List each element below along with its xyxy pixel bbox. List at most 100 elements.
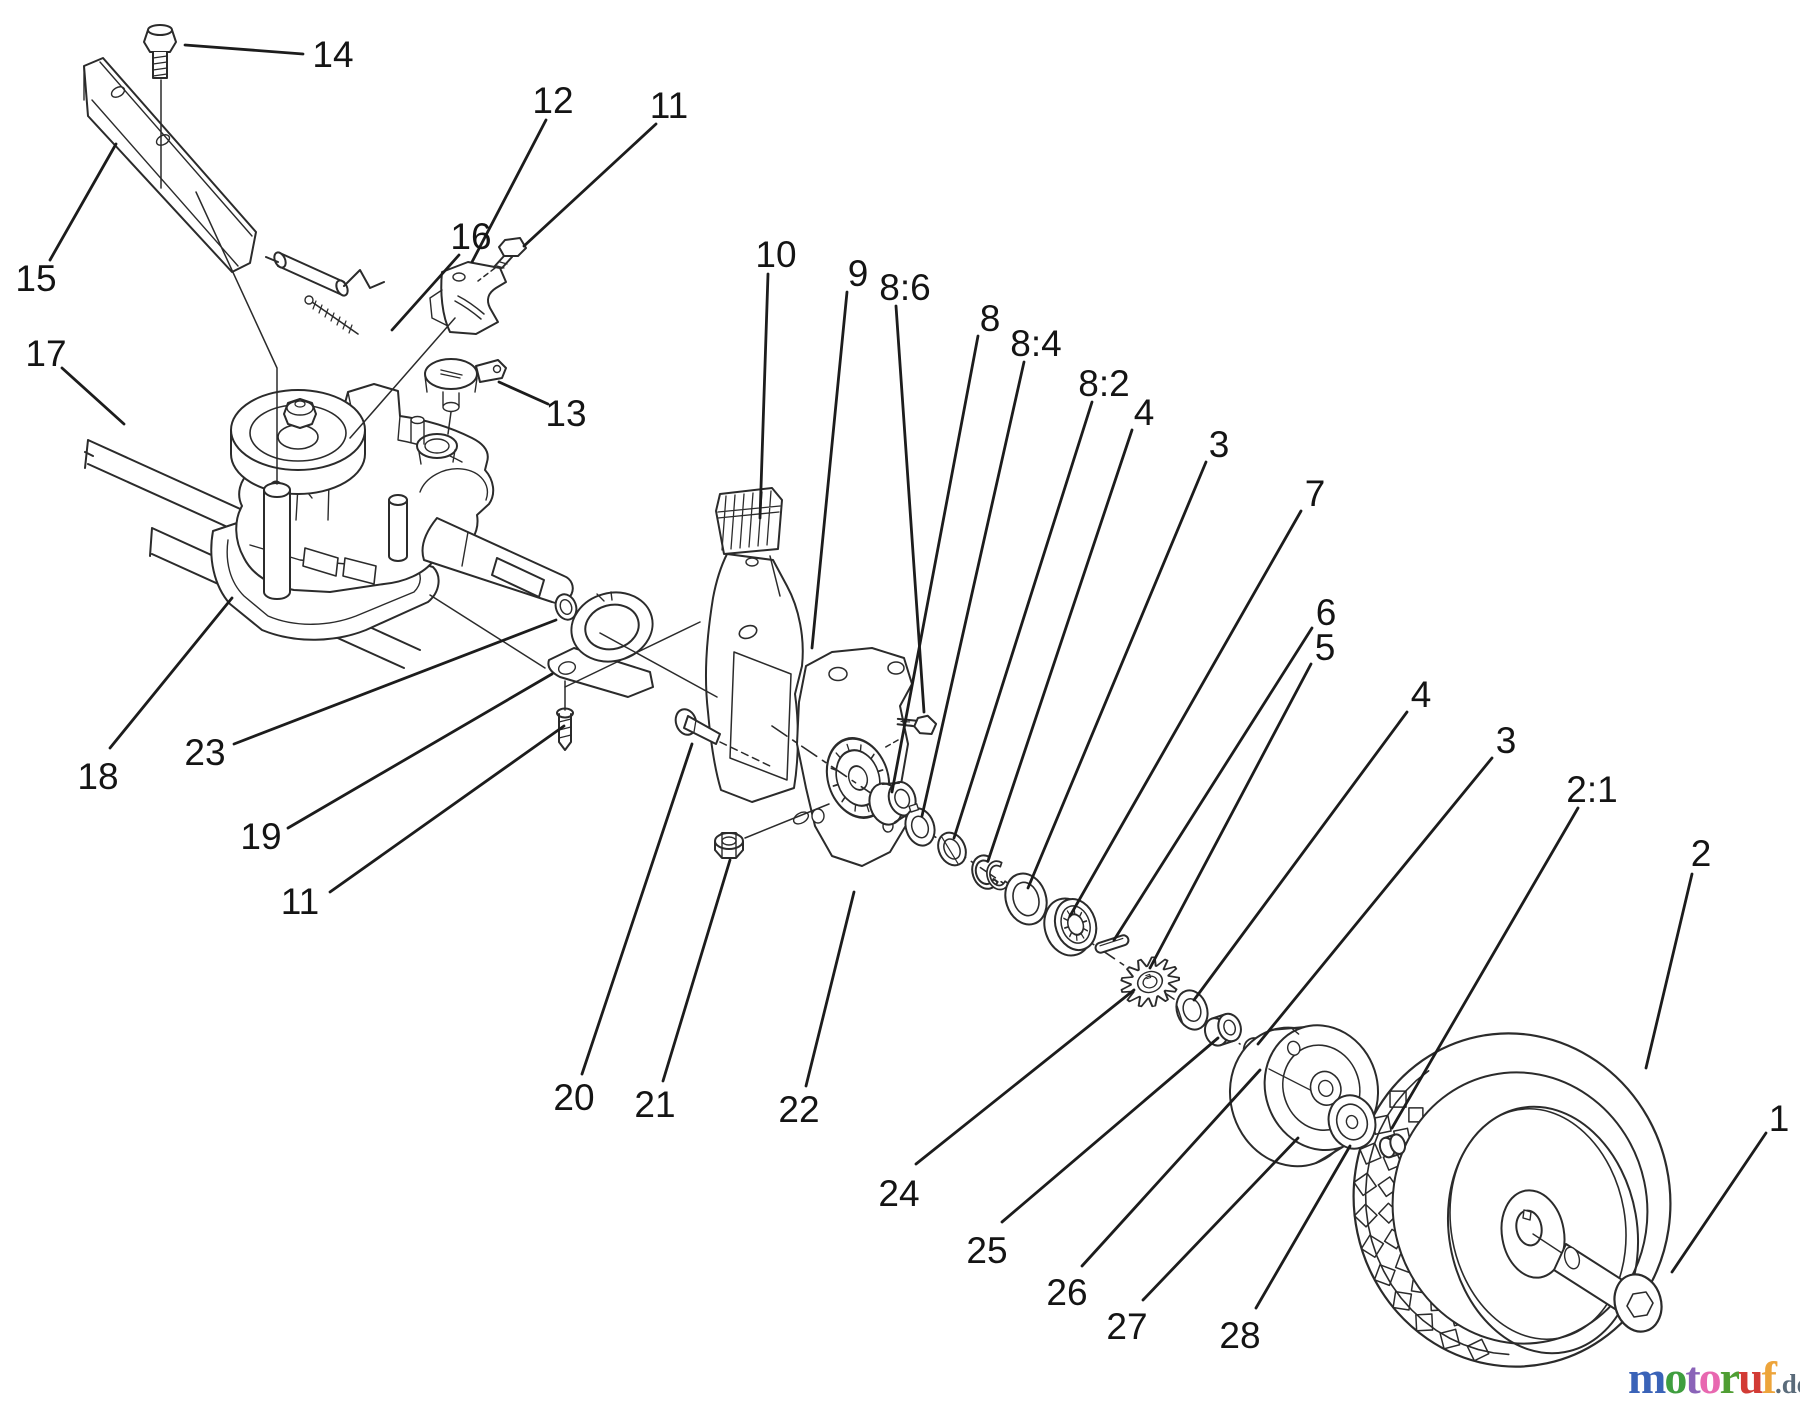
drive-pulley [230,389,366,495]
part-label-3a: 3 [1209,424,1230,465]
leader-2-1 [1390,806,1580,1130]
pinion-gear-24 [1120,956,1181,1008]
wheel-2 [1352,1032,1672,1368]
leader-21 [661,858,732,1083]
fill-cap-13 [424,358,507,413]
part-label-8-2: 8:2 [1078,363,1129,404]
height-lever-10 [704,487,804,803]
logo-letter: m [1628,1352,1666,1403]
standoff-posts [263,482,408,600]
bearing-bore-splines [1063,908,1089,941]
spacer-25 [1203,1012,1242,1047]
logo-letter: t [1685,1352,1700,1403]
part-label-24: 24 [878,1173,919,1214]
logo-letter: f [1761,1352,1777,1403]
part-label-25: 25 [966,1230,1007,1271]
part-label-13: 13 [545,393,586,434]
part-label-4b: 4 [1411,674,1432,715]
d-washer-4b [1175,989,1209,1031]
leader-3b [1256,756,1494,1046]
mount-bolt-14 [143,24,177,79]
leader-16 [390,253,461,332]
part-label-12: 12 [532,80,573,121]
part-label-1: 1 [1769,1098,1790,1139]
part-label-28: 28 [1219,1315,1260,1356]
wave-washer-8-2 [937,831,967,867]
part-label-19: 19 [240,816,281,857]
leader-5 [1148,662,1313,970]
part-label-8: 8 [980,298,1001,339]
assembly-lines [160,79,899,839]
part-label-14: 14 [312,34,353,75]
leader-20 [580,742,694,1076]
leader-19 [286,672,554,830]
leader-10 [758,272,770,520]
part-label-22: 22 [778,1089,819,1130]
part-label-20: 20 [553,1077,594,1118]
part-label-2-1: 2:1 [1566,769,1617,810]
leader-13 [497,380,550,406]
part-label-3b: 3 [1496,720,1517,761]
cover-screw-8-6 [896,714,938,735]
leader-12 [470,118,548,264]
leader-23 [232,618,558,746]
leader-27 [1141,1136,1300,1302]
oil-fill-boss [410,415,458,465]
logo-letter: r [1719,1352,1740,1403]
axle-bolt-1 [1553,1243,1663,1333]
leader-2 [1644,872,1694,1070]
part-label-7: 7 [1305,473,1326,514]
logo-letter: u [1738,1352,1764,1403]
leader-8-4 [920,360,1026,818]
leader-25 [1000,1036,1220,1224]
part-label-26: 26 [1046,1272,1087,1313]
part-label-21: 21 [634,1084,675,1125]
part-label-23: 23 [184,732,225,773]
wheel-bushing-2-1 [1378,1133,1407,1159]
bearing-7 [1043,897,1098,957]
leader-8 [890,334,980,794]
leader-7 [1068,509,1303,918]
tire-shoulder-arc [1364,1070,1510,1356]
logo-letter: o [1698,1352,1722,1403]
leader-9 [810,290,849,650]
leader-17 [60,366,126,426]
leader-4b [1192,710,1409,1002]
motoruf-logo: motoruf.de [1628,1352,1800,1412]
part-label-2: 2 [1691,833,1712,874]
leader-28 [1254,1144,1352,1310]
part-label-11b: 11 [281,881,319,922]
part-label-9: 9 [848,253,869,294]
leader-11b [328,724,566,894]
part-label-4a: 4 [1134,392,1155,433]
part-label-27: 27 [1106,1306,1147,1347]
leader-26 [1080,1068,1262,1268]
leader-4a [986,428,1134,863]
leader-14 [183,43,305,56]
logo-suffix: .de [1775,1369,1800,1399]
handle-bracket-15 [83,57,257,273]
output-shaft [421,517,578,621]
hub-plate-28 [1327,1094,1377,1150]
bolt-11-top [493,237,527,269]
leader-3a [1026,460,1208,890]
flat-washer-3 [1004,872,1048,926]
logo-letter: o [1664,1352,1687,1403]
cable-assembly-16 [265,251,385,335]
part-label-10: 10 [755,234,796,275]
tab-washer-8-4 [904,803,936,847]
leader-15 [48,142,118,262]
woodruff-key-6 [1094,934,1130,954]
carriage-bolt-20 [674,708,721,745]
part-label-6: 6 [1316,592,1337,633]
part-label-8-4: 8:4 [1010,323,1061,364]
hex-nut-21 [714,832,744,859]
frame-rail-17 [84,439,421,669]
pivot-bracket-23 [547,591,654,698]
part-label-18: 18 [77,756,118,797]
cable-bracket-12 [429,261,507,335]
part-label-8-6: 8:6 [879,267,930,308]
